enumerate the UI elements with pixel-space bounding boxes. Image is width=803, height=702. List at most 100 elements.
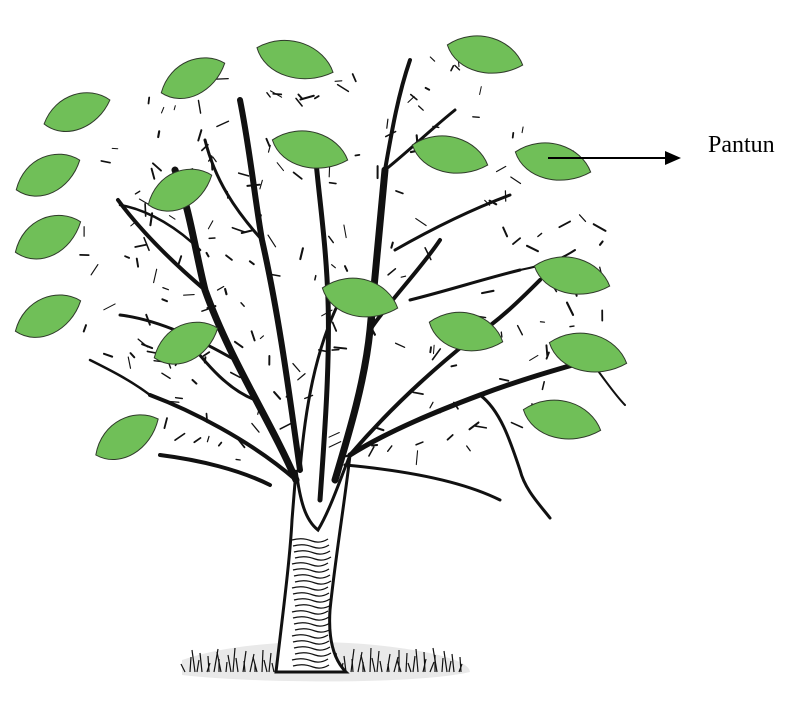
twig: [162, 299, 167, 301]
twig: [213, 157, 216, 162]
twig: [206, 414, 207, 423]
twig: [266, 139, 269, 146]
twig: [434, 345, 435, 353]
twig: [250, 261, 254, 264]
twig: [315, 276, 316, 280]
twig: [480, 87, 482, 95]
twig: [518, 326, 523, 335]
twig: [84, 325, 86, 331]
leaf: [511, 134, 596, 189]
twig: [169, 216, 175, 220]
leaf: [519, 391, 606, 448]
twig: [416, 442, 423, 445]
twig: [205, 357, 206, 362]
twig: [430, 347, 431, 352]
branch: [410, 270, 520, 300]
twig: [594, 224, 606, 231]
twig: [198, 130, 201, 140]
leaf: [8, 284, 88, 347]
twig: [419, 106, 424, 110]
twig: [241, 303, 244, 306]
twig: [503, 227, 507, 236]
twig: [388, 446, 392, 451]
twig: [396, 191, 403, 194]
twig: [148, 98, 149, 104]
twig: [298, 94, 302, 99]
twig: [372, 445, 377, 446]
leaf: [251, 30, 338, 89]
trunk-outline: [276, 455, 350, 672]
leaf-group: [7, 27, 631, 470]
twig: [138, 339, 147, 347]
leaf: [141, 159, 220, 221]
twig: [473, 117, 479, 118]
branch: [315, 150, 328, 500]
leaf: [443, 27, 528, 82]
twig: [334, 347, 346, 348]
leaf: [408, 127, 493, 182]
twig: [274, 392, 280, 399]
twig: [344, 225, 346, 238]
twig: [227, 192, 228, 198]
leaf: [424, 304, 507, 360]
twig: [153, 163, 161, 170]
twig: [163, 288, 169, 290]
twig: [546, 345, 547, 355]
twig: [513, 133, 514, 138]
leaf: [9, 144, 88, 206]
twig: [375, 427, 384, 430]
twig: [217, 121, 229, 126]
twig: [280, 424, 290, 429]
twig: [277, 163, 283, 171]
twig: [368, 331, 369, 340]
twig: [527, 246, 538, 251]
leaf: [38, 84, 115, 140]
twig: [162, 373, 170, 378]
twig: [128, 357, 130, 368]
twig: [329, 236, 334, 242]
leaf: [7, 205, 88, 269]
twig: [298, 374, 305, 380]
twig: [162, 107, 164, 112]
twig: [401, 276, 405, 277]
twig: [330, 183, 336, 184]
twig: [252, 424, 259, 433]
twig: [416, 219, 426, 226]
twig: [158, 131, 159, 137]
twig: [476, 426, 487, 428]
twig: [426, 88, 430, 90]
leaf: [545, 324, 632, 381]
twig: [194, 438, 200, 442]
twig: [451, 365, 456, 366]
twig: [500, 379, 508, 381]
twig: [226, 255, 232, 260]
twig: [152, 169, 155, 179]
twig: [260, 336, 263, 339]
twig: [413, 392, 423, 394]
leaf: [87, 403, 167, 470]
twig: [451, 66, 453, 71]
twig: [332, 265, 336, 268]
twig: [333, 322, 337, 330]
twig: [542, 382, 544, 390]
twig: [219, 443, 222, 446]
twig: [232, 228, 244, 232]
twig: [416, 451, 417, 465]
twig: [482, 291, 493, 293]
leaf: [530, 248, 615, 303]
twig: [208, 221, 212, 229]
twig: [207, 436, 209, 441]
twig: [346, 455, 350, 456]
arrow-head: [665, 151, 681, 165]
twig: [300, 248, 303, 259]
twig: [170, 402, 179, 403]
twig: [538, 233, 542, 236]
twig: [193, 380, 197, 384]
twig: [203, 352, 209, 356]
twig: [184, 295, 195, 296]
twig: [236, 459, 240, 460]
twig: [273, 94, 281, 95]
twig: [235, 342, 243, 347]
